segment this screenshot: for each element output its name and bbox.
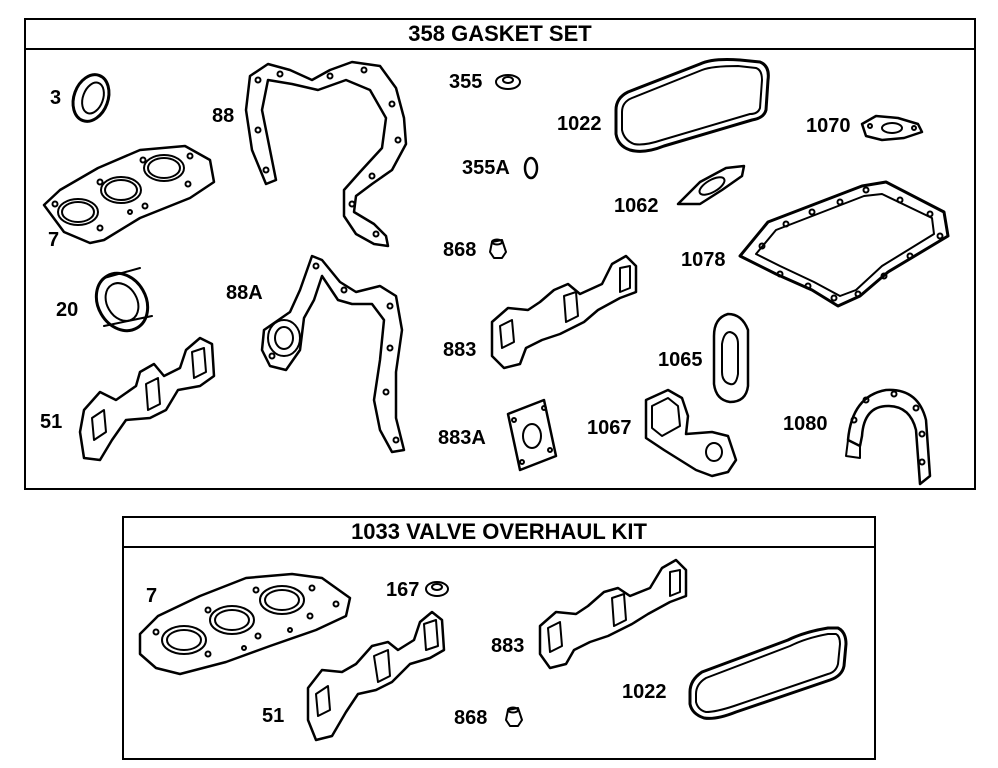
- label-355a: 355A: [462, 157, 510, 179]
- label-3: 3: [50, 87, 62, 109]
- part-51-manifold-gasket-kit[interactable]: [306, 610, 446, 742]
- part-1080-retainer-gasket[interactable]: [845, 388, 932, 486]
- label-1022: 1022: [557, 113, 602, 135]
- part-1067-housing-gasket[interactable]: [644, 388, 738, 478]
- label-355: 355: [449, 71, 483, 93]
- gasket-set-title: 358 GASKET SET: [26, 20, 974, 50]
- part-868-stem-seal[interactable]: [489, 238, 507, 259]
- label-167-kit: 167: [386, 579, 420, 601]
- label-883-kit: 883: [491, 635, 525, 657]
- part-1078-oil-pan-gasket[interactable]: [738, 180, 950, 308]
- gasket-set-panel: 358 GASKET SET: [24, 18, 976, 490]
- label-7-kit: 7: [146, 585, 158, 607]
- part-883a-flange-gasket[interactable]: [506, 398, 558, 472]
- label-1065: 1065: [658, 349, 703, 371]
- part-1065-gasket[interactable]: [712, 312, 750, 404]
- part-20-seal[interactable]: [86, 264, 158, 340]
- label-883a: 883A: [438, 427, 486, 449]
- part-88a-cover-gasket[interactable]: [260, 254, 406, 454]
- label-88: 88: [212, 105, 235, 127]
- label-1062: 1062: [614, 195, 659, 217]
- part-1062-gasket[interactable]: [676, 164, 746, 206]
- part-868-stem-seal-kit[interactable]: [505, 706, 523, 727]
- part-7-head-gasket[interactable]: [42, 144, 216, 245]
- part-355a-o-ring[interactable]: [523, 156, 539, 180]
- part-51-manifold-gasket[interactable]: [78, 336, 216, 462]
- part-883-intake-gasket[interactable]: [490, 254, 638, 370]
- part-1070-flange-gasket[interactable]: [860, 114, 924, 142]
- part-1022-rocker-gasket[interactable]: [614, 58, 770, 153]
- part-7-head-gasket-kit[interactable]: [138, 572, 352, 676]
- part-88-timing-cover-gasket[interactable]: [244, 60, 408, 248]
- label-20: 20: [56, 299, 79, 321]
- part-3-oil-seal[interactable]: [67, 70, 115, 127]
- part-1022-rocker-gasket-kit[interactable]: [688, 626, 848, 720]
- label-883: 883: [443, 339, 477, 361]
- label-1067: 1067: [587, 417, 632, 439]
- valve-kit-panel: 1033 VALVE OVERHAUL KIT: [122, 516, 876, 760]
- label-51-kit: 51: [262, 705, 285, 727]
- label-1078: 1078: [681, 249, 726, 271]
- label-51: 51: [40, 411, 63, 433]
- valve-kit-title: 1033 VALVE OVERHAUL KIT: [124, 518, 874, 548]
- label-868: 868: [443, 239, 477, 261]
- label-868-kit: 868: [454, 707, 488, 729]
- part-167-washer[interactable]: [425, 581, 449, 597]
- label-88a: 88A: [226, 282, 263, 304]
- label-1070: 1070: [806, 115, 851, 137]
- label-1080: 1080: [783, 413, 828, 435]
- label-1022-kit: 1022: [622, 681, 667, 703]
- label-7: 7: [48, 229, 60, 251]
- part-355-washer[interactable]: [495, 74, 521, 90]
- part-883-intake-gasket-kit[interactable]: [538, 558, 688, 670]
